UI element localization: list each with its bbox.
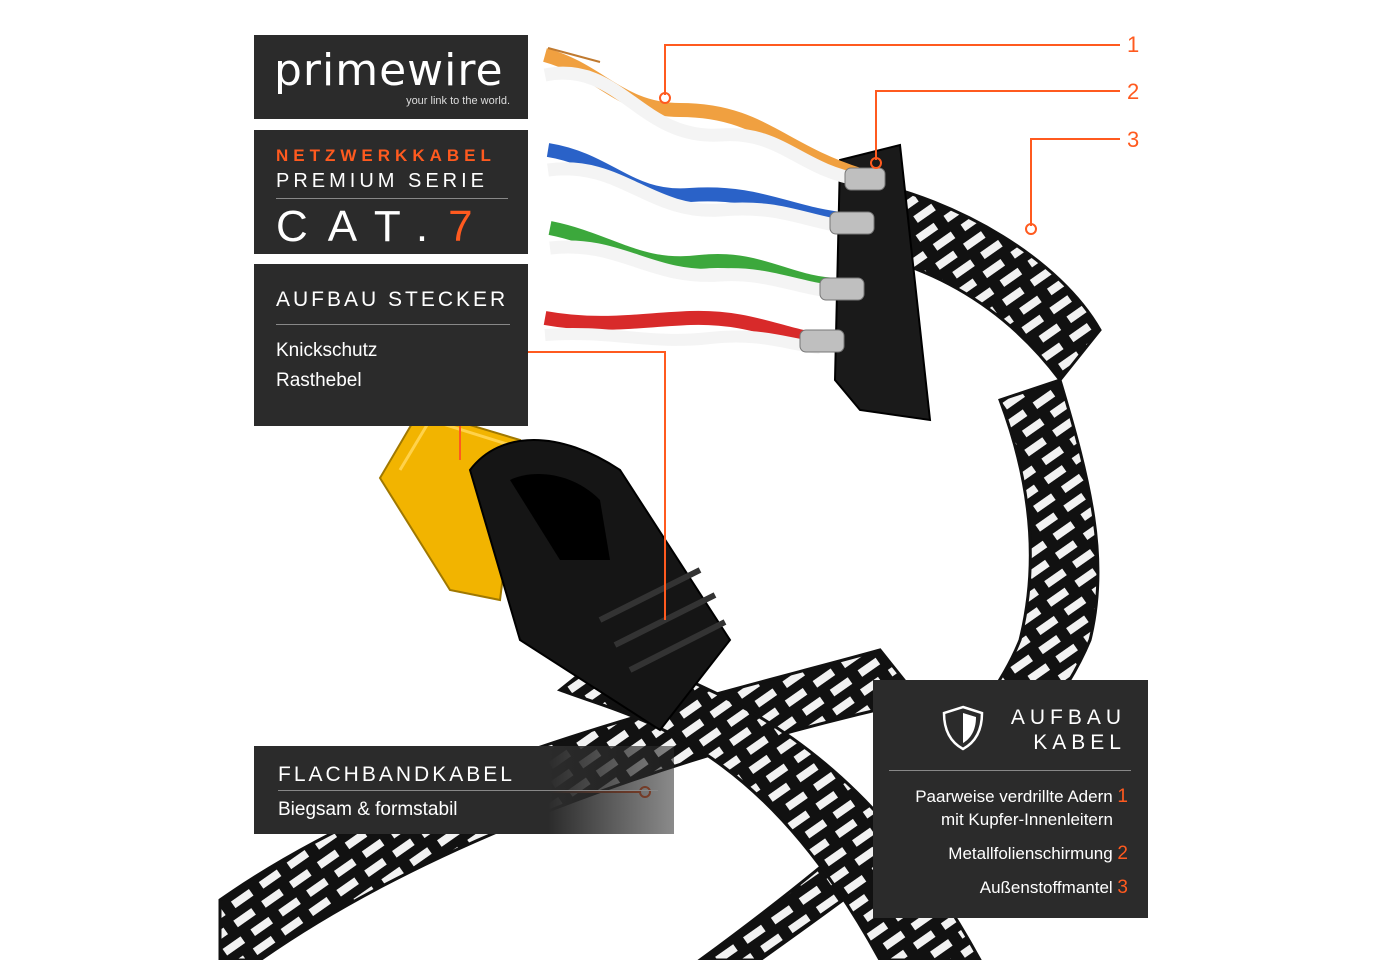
shield-icon [942, 705, 984, 751]
rj45-connector [378, 408, 732, 732]
brand-tagline: your link to the world. [406, 95, 510, 107]
cable-structure-item-3-num: 3 [1117, 877, 1128, 898]
connector-item-rasthebel: Rasthebel [276, 370, 362, 391]
cable-structure-item-1: Paarweise verdrillte Adern 1 [915, 786, 1128, 808]
callout-number-2: 2 [1127, 79, 1140, 104]
flat-cable-title: FLACHBANDKABEL [278, 763, 515, 786]
connector-divider [276, 324, 510, 325]
series-cat-label: CAT. [276, 202, 449, 251]
flat-cable-panel: FLACHBANDKABEL Biegsam & formstabil [254, 746, 674, 834]
cable-structure-title-1: AUFBAU [1010, 706, 1126, 729]
brand-logo-panel: primewire your link to the world. [254, 35, 528, 119]
wire-pair-blue [546, 143, 875, 235]
cable-structure-panel: AUFBAU KABEL Paarweise verdrillte Adern … [873, 680, 1148, 918]
series-category: NETZWERKKABEL [276, 146, 496, 165]
connector-panel: AUFBAU STECKER Knickschutz Rasthebel [254, 264, 528, 426]
cable-structure-item-2-text: Metallfolienschirmung [948, 844, 1113, 863]
connector-item-knickschutz: Knickschutz [276, 340, 378, 361]
series-cat-number: 7 [448, 202, 493, 251]
cable-structure-item-1-text: Paarweise verdrillte Adern [915, 787, 1113, 806]
cable-structure-item-2-num: 2 [1117, 843, 1128, 864]
connector-boot [468, 439, 732, 732]
cable-structure-item-1-continuation: mit Kupfer-Innenleitern [941, 810, 1113, 829]
callout-number-1: 1 [1127, 32, 1140, 57]
wire-pair-orange [543, 47, 886, 191]
flat-cable-subtitle: Biegsam & formstabil [278, 799, 458, 820]
series-line: PREMIUM SERIE [276, 170, 489, 192]
cable-structure-item-3-text: Außenstoffmantel [979, 878, 1113, 897]
wire-pair-red [543, 310, 845, 354]
flat-cable-divider [278, 790, 658, 791]
series-divider [276, 198, 508, 199]
series-cat: CAT.7 [276, 202, 493, 252]
cable-structure-item-2: Metallfolienschirmung 2 [948, 843, 1128, 865]
cable-structure-title-2: KABEL [1033, 731, 1126, 754]
series-panel: NETZWERKKABEL PREMIUM SERIE CAT.7 [254, 130, 528, 254]
latch-lever [510, 474, 610, 560]
callout-number-3: 3 [1127, 127, 1140, 152]
brand-name: primewire [274, 45, 504, 96]
wire-pair-green [548, 221, 865, 301]
cable-structure-divider [889, 770, 1131, 771]
wire-pairs [543, 47, 886, 354]
connector-title: AUFBAU STECKER [276, 288, 509, 311]
cable-structure-item-3: Außenstoffmantel 3 [980, 877, 1128, 899]
cable-structure-item-1-num: 1 [1117, 786, 1128, 807]
